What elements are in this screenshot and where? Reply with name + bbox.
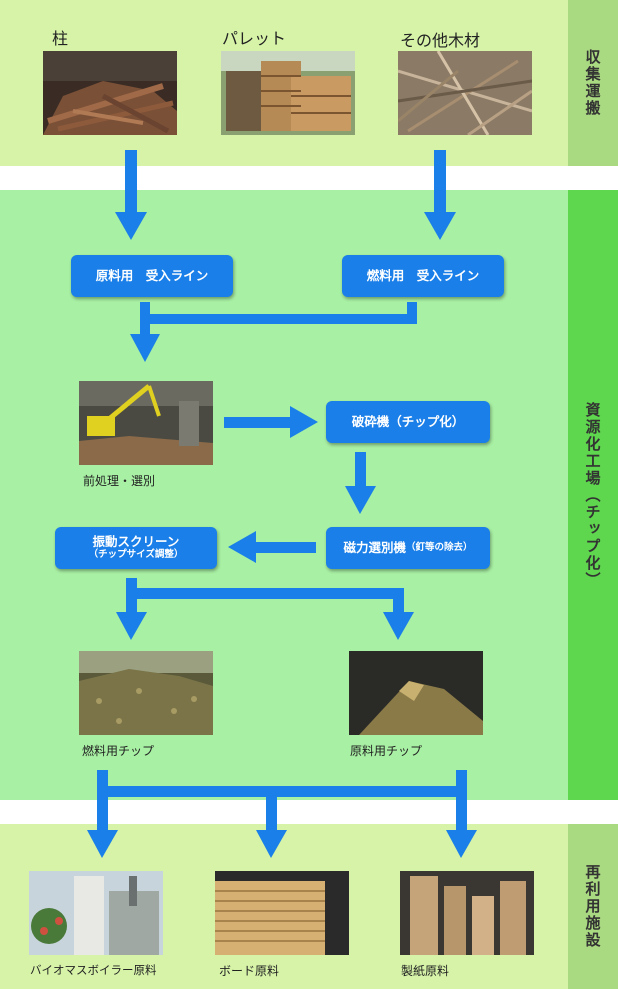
- arrow-other-to-fuel: [424, 150, 456, 240]
- arrow-pillar-to-raw: [115, 150, 147, 240]
- arrow-chips-to-outputs: [87, 770, 477, 858]
- arrow-crusher-to-magnet: [345, 452, 376, 514]
- arrow-pretreatment-to-crusher: [224, 406, 318, 438]
- arrow-magnet-to-screen: [228, 531, 316, 563]
- arrow-lines-to-pretreatment: [130, 302, 417, 362]
- arrow-screen-to-chips: [116, 578, 414, 640]
